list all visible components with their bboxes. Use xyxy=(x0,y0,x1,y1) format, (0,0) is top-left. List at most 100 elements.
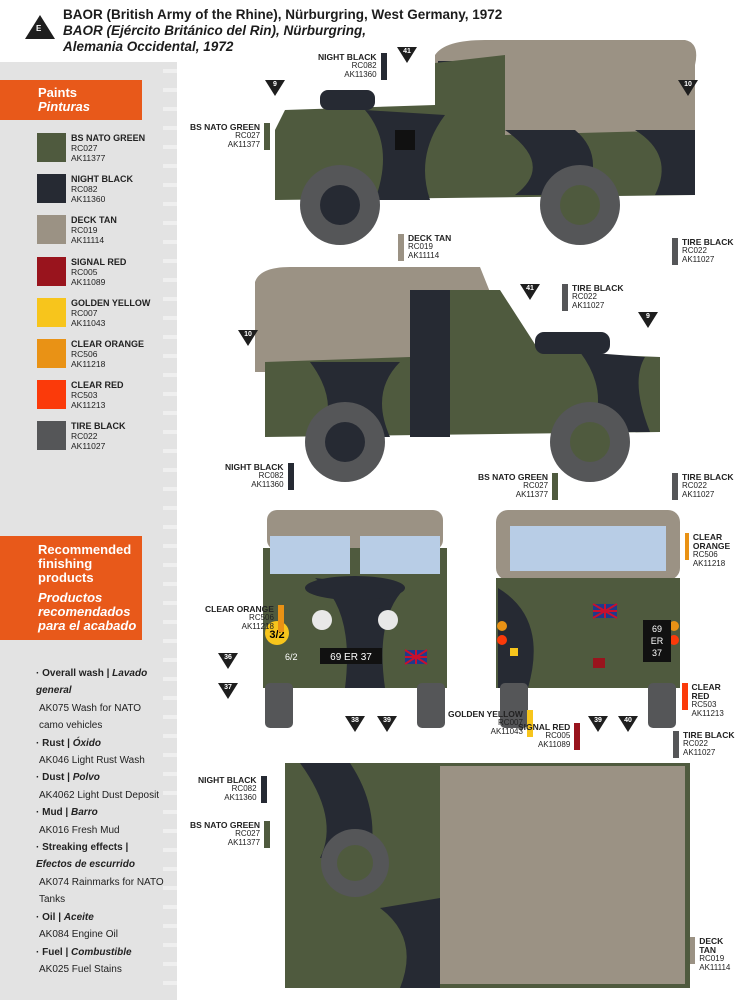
finish-product: AK046 Light Rust Wash xyxy=(39,755,145,767)
finish-type-es: Efectos de escurrido xyxy=(36,859,135,871)
finish-type-es: Aceite xyxy=(63,911,94,923)
callout-name: BS NATO GREEN xyxy=(190,820,261,830)
callout-name: BS NATO GREEN xyxy=(190,122,261,132)
finish-type: · Overall wash | xyxy=(36,668,110,679)
callout-swatch xyxy=(380,53,387,80)
bridge-plate: 3/2 xyxy=(269,629,284,641)
paint-rc: RC503 xyxy=(71,390,98,401)
reference-marker: 36 xyxy=(218,653,238,669)
title-en: BAOR (British Army of the Rhine), Nürbur… xyxy=(63,7,503,22)
callout-swatch xyxy=(673,731,679,758)
callout-swatch xyxy=(526,710,533,737)
callout-name: DECK TAN xyxy=(699,936,724,955)
rear-plate-2: ER xyxy=(651,636,664,646)
reference-marker: 10 xyxy=(678,80,698,96)
paint-ak: AK11360 xyxy=(71,194,106,205)
callout-ak: AK11089 xyxy=(537,739,571,749)
sidebar xyxy=(0,62,177,1000)
reference-marker: 10 xyxy=(238,330,258,346)
callout-rc: RC022 xyxy=(682,481,707,490)
paint-rc: RC082 xyxy=(71,184,98,195)
paint-swatch xyxy=(37,256,66,286)
paint-ak: AK11089 xyxy=(71,276,106,287)
callout-name: NIGHT BLACK xyxy=(225,462,284,472)
callout-swatch xyxy=(574,723,581,750)
callout-rc: RC027 xyxy=(235,829,261,838)
callout-rc: RC027 xyxy=(235,131,261,140)
finish-type: · Rust | xyxy=(36,737,70,749)
callout-ak: AK11218 xyxy=(692,558,726,568)
callout-rc: RC503 xyxy=(691,700,717,709)
paint-rc: RC027 xyxy=(71,143,98,153)
paint-ak: AK11114 xyxy=(71,235,105,246)
paint-rc: RC019 xyxy=(71,225,98,236)
paint-ak: AK11377 xyxy=(71,153,106,163)
callout-swatch xyxy=(264,821,271,848)
callout-ak: AK11360 xyxy=(251,479,284,489)
vehicle-top xyxy=(285,763,690,988)
paint-name: NIGHT BLACK xyxy=(71,174,133,185)
paint-ak: AK11218 xyxy=(71,359,106,369)
callout-name: CLEAR ORANGE xyxy=(205,604,274,614)
paint-name: SIGNAL RED xyxy=(71,256,127,267)
callout-swatch xyxy=(690,937,696,964)
paint-swatch xyxy=(37,174,66,204)
finishing-heading: Recommended finishing products Productos… xyxy=(0,536,142,640)
callout-rc: RC027 xyxy=(523,481,549,490)
callout-name: GOLDEN YELLOW xyxy=(448,709,523,719)
callout-swatch xyxy=(287,463,294,490)
finish-product: AK075 Wash for NATO camo vehicles xyxy=(39,702,142,732)
callout-ak: AK11377 xyxy=(515,489,549,499)
vehicle-side-right xyxy=(255,267,660,482)
paint-name: GOLDEN YELLOW xyxy=(71,297,151,308)
callout-swatch xyxy=(562,284,568,311)
vehicle-side-left xyxy=(275,40,697,245)
callout-ak: AK11027 xyxy=(682,489,715,499)
callout-rc: RC506 xyxy=(249,613,274,622)
unit-code: 6/2 xyxy=(285,652,298,662)
finishing-item: · Streaking effects | Efectos de escurri… xyxy=(36,839,166,909)
marker-number: 39 xyxy=(383,717,391,724)
paint-swatch xyxy=(37,380,66,410)
callout-ak: AK11043 xyxy=(490,726,523,736)
marker-number: 37 xyxy=(224,684,232,691)
reference-marker: 9 xyxy=(638,312,658,328)
finish-type-es: Combustible xyxy=(71,946,132,958)
paint-ak: AK11213 xyxy=(71,400,106,411)
finish-type: · Fuel | xyxy=(36,946,69,958)
scheme-title: BAOR (British Army of the Rhine), Nürbur… xyxy=(63,7,502,55)
finish-product: AK016 Fresh Mud xyxy=(39,824,120,836)
callout-swatch xyxy=(264,123,271,150)
callout-rc: RC082 xyxy=(258,471,284,480)
paint-rc: RC022 xyxy=(71,431,98,442)
callout-rc: RC506 xyxy=(692,550,718,559)
reference-marker: 9 xyxy=(265,80,285,96)
callout-ak: AK11360 xyxy=(344,69,377,79)
callout-swatch xyxy=(552,473,559,500)
marker-number: 9 xyxy=(646,313,650,320)
marker-number: 38 xyxy=(351,717,359,724)
callout-ak: AK11377 xyxy=(227,837,261,847)
finish-product: AK025 Fuel Stains xyxy=(39,963,122,975)
reference-marker: 41 xyxy=(397,47,417,63)
callout-swatch xyxy=(260,776,267,803)
